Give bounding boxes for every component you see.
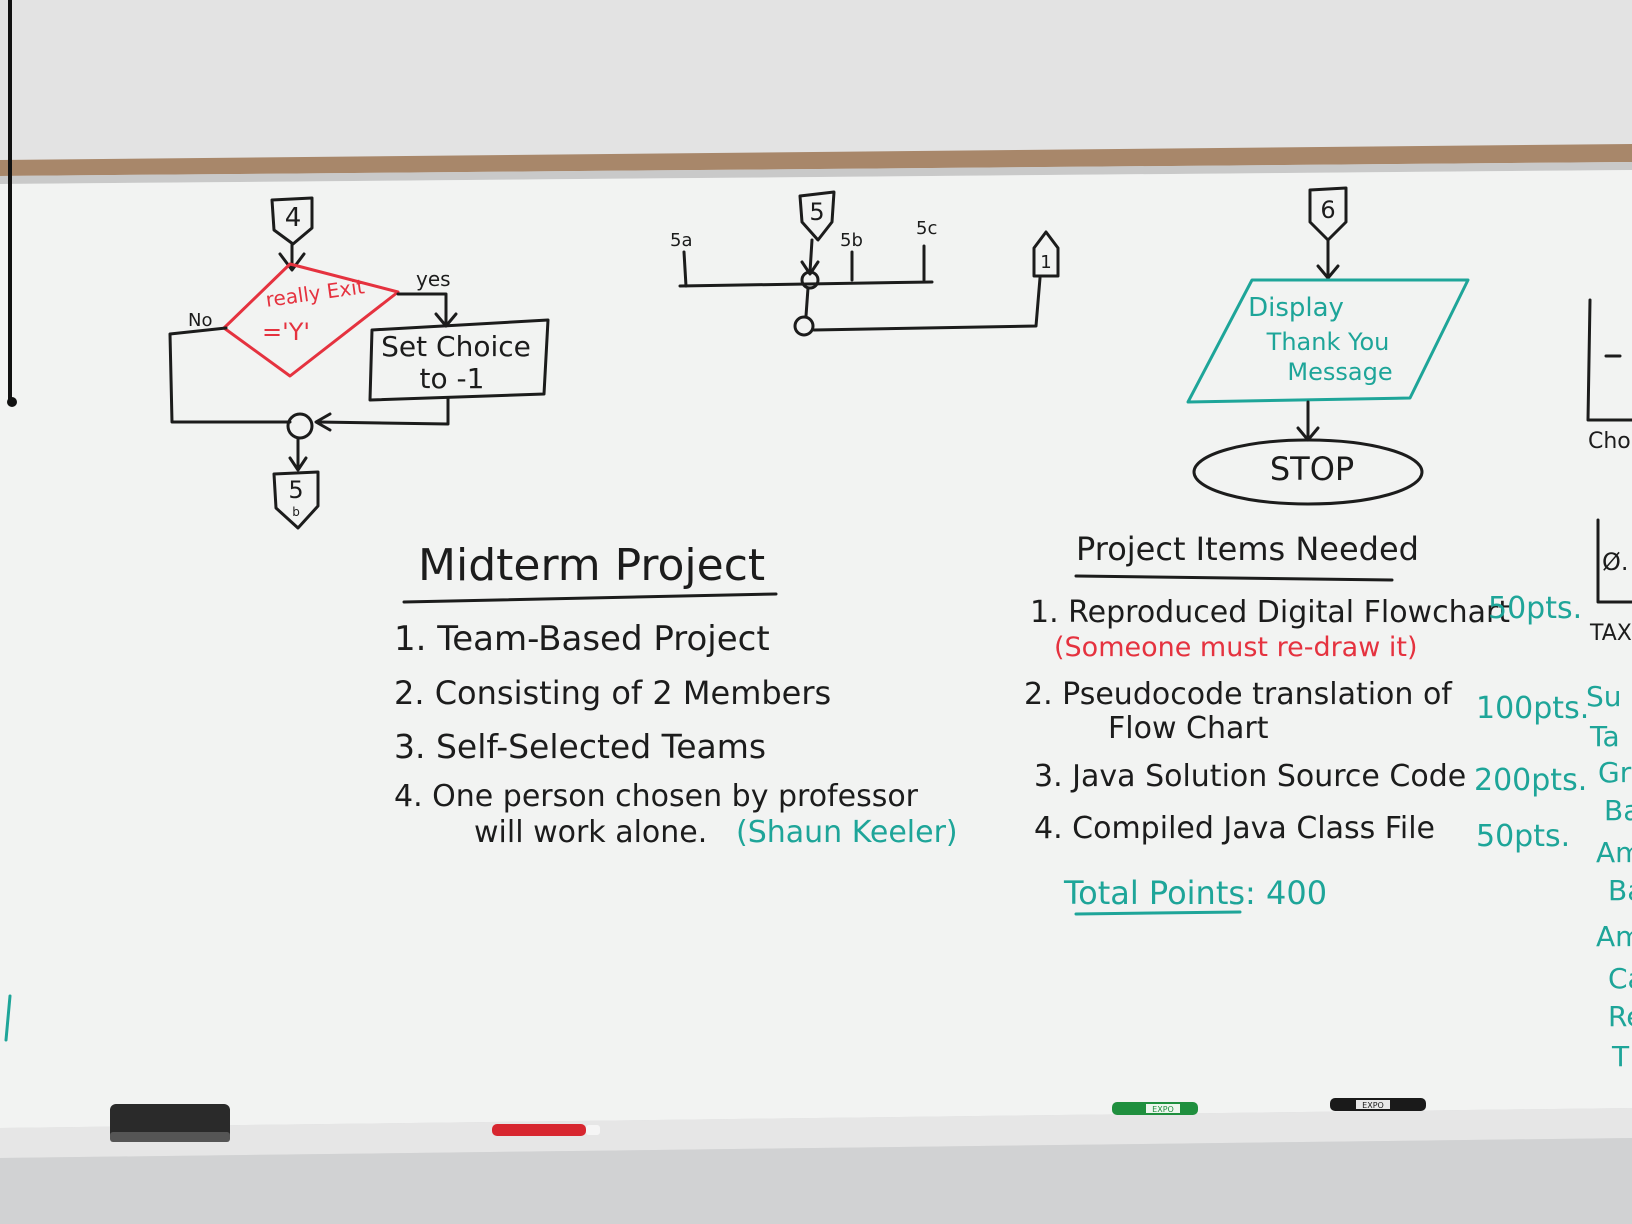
wall-below xyxy=(0,1138,1632,1224)
items-3-pts: 200pts. xyxy=(1474,763,1587,798)
items-1-pts: 50pts. xyxy=(1488,591,1582,626)
flowchart-left: 4 really Exit ='Y' No yes Set Choice to … xyxy=(168,196,550,530)
edge-frag-7: Ca xyxy=(1608,962,1632,995)
connector-5-label: 5 xyxy=(288,476,303,504)
edge-phi: Ø. xyxy=(1602,548,1629,576)
junction-circle xyxy=(800,270,820,290)
connector-shape xyxy=(272,470,320,530)
arrow-icon xyxy=(314,412,332,432)
io-parallelogram xyxy=(1186,278,1470,404)
items-3: 3. Java Solution Source Code xyxy=(1034,759,1466,794)
map-rail xyxy=(0,144,1632,176)
total-underline xyxy=(1074,910,1242,916)
items-4: 4. Compiled Java Class File xyxy=(1034,811,1435,846)
process-box xyxy=(368,318,550,402)
edge-frag-9: T xyxy=(1611,1040,1630,1073)
midterm-item-4: 4. One person chosen by professor xyxy=(394,779,919,814)
label-5a: 5a xyxy=(670,230,692,251)
midterm-title: Midterm Project xyxy=(418,540,765,591)
io-text-1: Display xyxy=(1248,293,1344,323)
edge-frag-1: Ta xyxy=(1589,720,1620,753)
connector-1-label: 1 xyxy=(1040,252,1051,273)
arrow-icon xyxy=(800,260,820,276)
edge-cho: Cho xyxy=(1588,429,1631,454)
branch-no-label: No xyxy=(188,310,212,331)
label-5c: 5c xyxy=(916,218,937,239)
midterm-section: Midterm Project 1. Team-Based Project 2.… xyxy=(394,540,958,850)
arrow-icon xyxy=(1316,264,1340,280)
tray-items: EXPO EXPO xyxy=(110,1098,1426,1142)
connector-shape xyxy=(798,190,836,242)
connector-4-label: 4 xyxy=(285,203,302,233)
edge-tax: TAX xyxy=(1589,621,1632,646)
edge-frag-0: Su xyxy=(1586,680,1622,713)
io-text-3: Message xyxy=(1287,358,1392,386)
process-text-2: to -1 xyxy=(420,362,485,395)
junction-circle xyxy=(286,412,314,440)
connector-5-top-label: 5 xyxy=(809,198,824,226)
black-marker-brand: EXPO xyxy=(1362,1101,1384,1110)
midterm-item-2: 2. Consisting of 2 Members xyxy=(394,674,831,712)
green-marker-brand: EXPO xyxy=(1152,1105,1174,1114)
edge-frag-2: Gr xyxy=(1598,756,1632,789)
items-1: 1. Reproduced Digital Flowchart xyxy=(1030,595,1510,630)
io-text-2: Thank You xyxy=(1266,328,1390,356)
junction-circle xyxy=(793,315,815,337)
items-total: Total Points: 400 xyxy=(1063,874,1327,912)
edge-frag-4: Am xyxy=(1596,836,1632,869)
edge-frag-5: Ba xyxy=(1608,874,1632,907)
marker-tray xyxy=(0,1108,1632,1158)
items-1-note: (Someone must re-draw it) xyxy=(1054,632,1418,663)
items-2: 2. Pseudocode translation of xyxy=(1024,677,1453,712)
decision-diamond xyxy=(222,262,400,378)
items-title: Project Items Needed xyxy=(1076,530,1419,568)
midterm-item-3: 3. Self-Selected Teams xyxy=(394,727,766,766)
connector-shape xyxy=(270,196,314,246)
connector-shape xyxy=(1308,186,1348,242)
whiteboard xyxy=(0,170,1632,1128)
label-5b: 5b xyxy=(840,230,863,251)
project-items-section: Project Items Needed 1. Reproduced Digit… xyxy=(1024,530,1589,916)
arrow-icon xyxy=(288,456,308,472)
wall xyxy=(0,0,1632,165)
flowchart-middle: 5 5a 5b 5c 1 xyxy=(670,190,1060,337)
edge-frag-3: Ba xyxy=(1604,794,1632,827)
midterm-item-4-note: (Shaun Keeler) xyxy=(736,815,958,850)
decision-text-2: ='Y' xyxy=(262,318,310,346)
connector-shape xyxy=(1032,230,1060,278)
title-underline xyxy=(402,592,778,604)
terminal-oval xyxy=(1192,438,1424,506)
midterm-item-4-cont: will work alone. xyxy=(474,815,707,850)
edge-frag-6: Am xyxy=(1596,920,1632,953)
connector-5-sub: b xyxy=(292,505,300,519)
right-edge-fragments: Cho Ø. TAX Su Ta Gr Ba Am Ba Am Ca Re T xyxy=(1586,298,1632,1073)
arrow-icon xyxy=(278,252,306,272)
terminal-text: STOP xyxy=(1270,450,1354,488)
flowchart-right: 6 Display Thank You Message STOP xyxy=(1186,186,1470,506)
process-text-1: Set Choice xyxy=(381,330,531,363)
midterm-item-1: 1. Team-Based Project xyxy=(394,619,770,659)
red-marker[interactable] xyxy=(492,1124,586,1136)
edge-frag-8: Re xyxy=(1608,1000,1632,1033)
connector-6-label: 6 xyxy=(1320,196,1335,224)
branch-yes-label: yes xyxy=(416,267,451,291)
items-4-pts: 50pts. xyxy=(1476,819,1570,854)
items-2-pts: 100pts. xyxy=(1476,691,1589,726)
title-underline xyxy=(1074,574,1394,582)
items-2-cont: Flow Chart xyxy=(1108,711,1269,746)
